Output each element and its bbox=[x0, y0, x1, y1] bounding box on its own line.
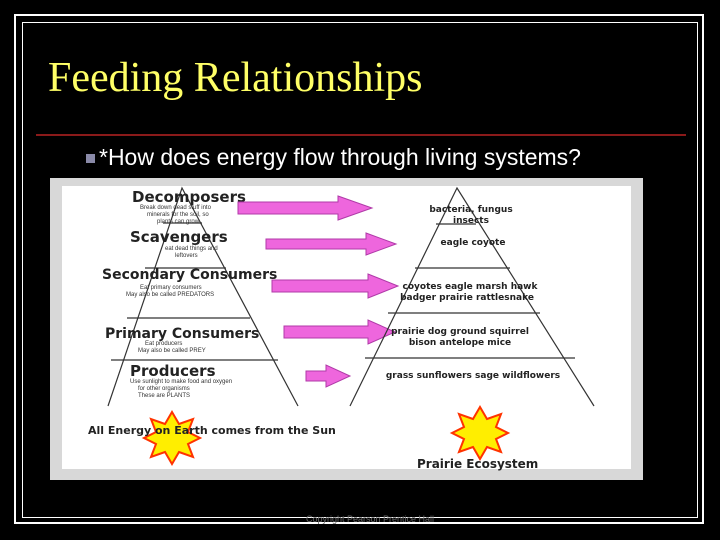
level-desc-secondary-1: Eat primary consumers bbox=[140, 285, 202, 291]
level-desc-primary-2: May also be called PREY bbox=[138, 348, 206, 354]
level-desc-primary-1: Eat producers bbox=[145, 341, 182, 347]
examples-producers: grass sunflowers sage wildflowers bbox=[386, 371, 560, 381]
level-name-scavengers: Scavengers bbox=[130, 228, 228, 246]
arrow-scavengers bbox=[265, 232, 398, 256]
slide-title: Feeding Relationships bbox=[48, 55, 423, 101]
level-desc-secondary-2: May also be called PREDATORS bbox=[126, 292, 214, 298]
level-desc-producers-1: Use sunlight to make food and oxygen bbox=[130, 379, 232, 385]
arrow-decomposers bbox=[237, 195, 374, 221]
level-desc-producers-2: for other organisms bbox=[138, 386, 190, 392]
sun-caption: All Energy on Earth comes from the Sun bbox=[88, 424, 336, 437]
bullet-square-icon bbox=[86, 154, 95, 163]
right-sun-icon bbox=[449, 405, 511, 461]
arrow-secondary-consumers bbox=[271, 273, 400, 299]
level-name-primary-consumers: Primary Consumers bbox=[105, 326, 259, 342]
right-pyramid bbox=[349, 186, 595, 407]
pyramid-diagram: Decomposers Break down dead stuff into m… bbox=[88, 186, 595, 471]
left-pyramid bbox=[107, 186, 299, 407]
left-sun-icon bbox=[141, 410, 203, 466]
examples-secondary-2: badger prairie rattlesnake bbox=[400, 293, 534, 303]
examples-secondary-1: coyotes eagle marsh hawk bbox=[403, 282, 539, 292]
copyright-footer: Copyright Pearson Prentice Hall bbox=[305, 514, 435, 524]
examples-scavengers: eagle coyote bbox=[441, 238, 506, 248]
slide-outer-border bbox=[14, 14, 704, 524]
examples-decomposers-1: bacteria, fungus bbox=[429, 205, 512, 215]
examples-primary-1: prairie dog ground squirrel bbox=[391, 327, 529, 337]
level-name-decomposers: Decomposers bbox=[132, 188, 246, 206]
level-desc-scavengers-2: leftovers bbox=[175, 253, 198, 259]
left-pyramid-outline bbox=[107, 186, 299, 407]
energy-pyramid-figure: Decomposers Break down dead stuff into m… bbox=[50, 178, 643, 480]
level-name-producers: Producers bbox=[130, 362, 216, 380]
level-desc-producers-3: These are PLANTS bbox=[138, 393, 190, 399]
ecosystem-label: Prairie Ecosystem bbox=[417, 457, 538, 471]
arrow-producers bbox=[305, 364, 352, 388]
slide-inner-border bbox=[22, 22, 698, 518]
bullet-text: *How does energy flow through living sys… bbox=[99, 144, 581, 170]
level-desc-decomposers-2: minerals for the soil, so bbox=[147, 212, 209, 218]
level-desc-decomposers-1: Break down dead stuff into bbox=[140, 205, 212, 211]
examples-primary-2: bison antelope mice bbox=[409, 338, 511, 348]
level-name-secondary-consumers: Secondary Consumers bbox=[102, 267, 277, 283]
right-pyramid-outline bbox=[349, 186, 595, 407]
bullet-item: *How does energy flow through living sys… bbox=[86, 142, 581, 172]
energy-arrows bbox=[237, 195, 400, 388]
title-divider bbox=[36, 134, 686, 136]
level-desc-decomposers-3: plants can grow bbox=[157, 219, 200, 225]
arrow-primary-consumers bbox=[283, 319, 397, 345]
level-desc-scavengers-1: eat dead things and bbox=[165, 246, 218, 252]
examples-decomposers-2: insects bbox=[453, 216, 489, 226]
